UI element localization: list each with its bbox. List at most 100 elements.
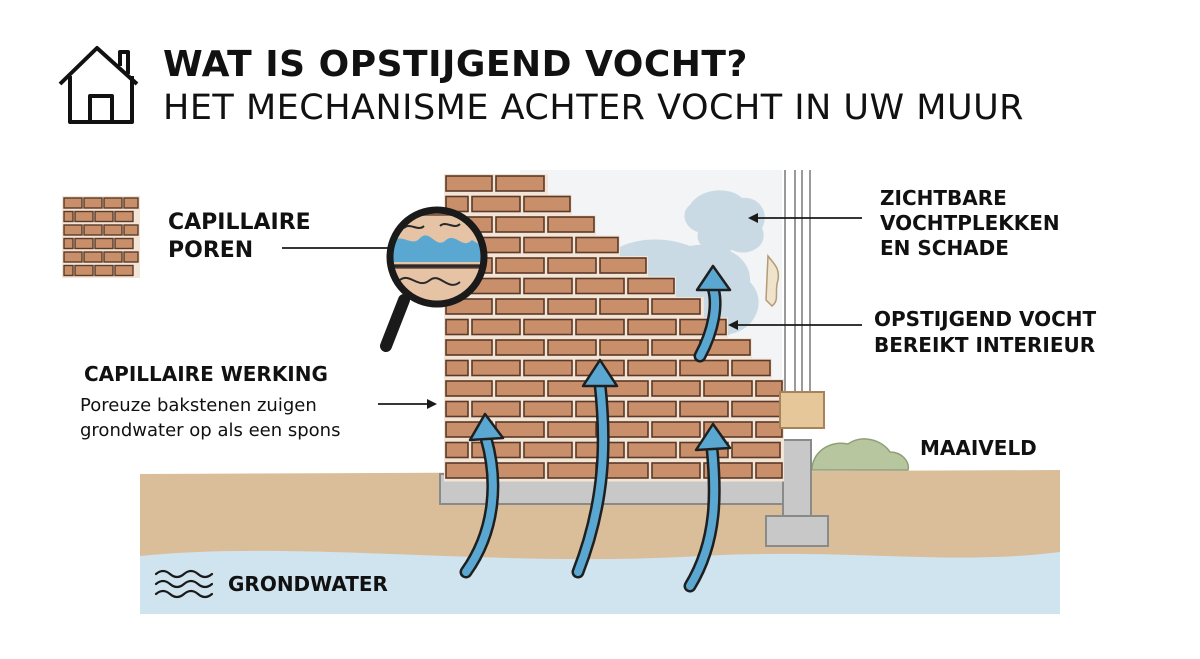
- brick: [627, 441, 677, 459]
- brick: [123, 197, 139, 209]
- brick: [679, 400, 729, 418]
- capillaire-werking-description: Poreuze bakstenen zuigen grondwater op a…: [80, 395, 341, 441]
- brick: [445, 400, 469, 418]
- brick: [63, 237, 74, 250]
- leader-lines: [282, 213, 862, 409]
- brick: [679, 359, 729, 377]
- label-grondwater: GRONDWATER: [228, 572, 388, 596]
- brick: [495, 175, 545, 192]
- brick: [63, 210, 74, 223]
- brick: [63, 251, 83, 263]
- brick: [445, 441, 469, 459]
- brick: [651, 298, 701, 315]
- brick: [114, 264, 134, 277]
- brick: [471, 359, 521, 377]
- label-maaiveld: MAAIVELD: [920, 436, 1037, 460]
- garden-plant: [811, 438, 910, 471]
- brick: [471, 318, 521, 336]
- brick: [627, 400, 677, 418]
- brick: [94, 237, 114, 250]
- brick: [547, 298, 597, 315]
- label-opstijgend-vocht: OPSTIJGEND VOCHT BEREIKT INTERIEUR: [874, 307, 1097, 357]
- brick: [523, 318, 573, 336]
- brick: [495, 257, 545, 274]
- moisture-arrow: [459, 412, 505, 579]
- brick: [547, 257, 597, 274]
- brick: [731, 441, 781, 459]
- brick: [523, 277, 573, 295]
- brick: [651, 380, 701, 397]
- brick: [651, 339, 701, 356]
- brick: [523, 195, 571, 213]
- brick: [627, 277, 675, 295]
- label-capillaire-poren: CAPILLAIRE POREN: [168, 210, 311, 263]
- brick: [74, 237, 94, 250]
- brick: [114, 237, 134, 250]
- brick: [445, 175, 493, 192]
- brick: [114, 210, 134, 223]
- brick: [495, 421, 545, 438]
- brick: [495, 216, 545, 233]
- moisture-arrow: [571, 358, 619, 579]
- groundwater-layer: [140, 550, 1060, 614]
- brick: [83, 251, 103, 263]
- brick: [547, 462, 597, 479]
- brick: [471, 400, 521, 418]
- brick: [63, 224, 83, 236]
- brick: [103, 251, 123, 263]
- wooden-sill: [779, 391, 825, 429]
- brick: [703, 380, 753, 397]
- page-subtitle: HET MECHANISME ACHTER VOCHT IN UW MUUR: [163, 88, 1024, 128]
- peeling-plaster: [765, 253, 780, 307]
- brick: [547, 421, 597, 438]
- brick: [523, 236, 573, 254]
- brick: [495, 380, 545, 397]
- brick: [755, 380, 783, 397]
- page-title: WAT IS OPSTIJGEND VOCHT?: [163, 44, 748, 85]
- label-capillaire-werking: CAPILLAIRE WERKING Poreuze bakstenen zui…: [80, 360, 340, 443]
- brick: [731, 359, 771, 377]
- brick: [445, 380, 493, 397]
- brick: [103, 197, 123, 209]
- magnifier-icon: [380, 206, 488, 352]
- brick: [74, 264, 94, 277]
- brick: [123, 224, 139, 236]
- brick: [123, 251, 139, 263]
- brick: [83, 197, 103, 209]
- brick: [103, 224, 123, 236]
- brick: [445, 318, 469, 336]
- window-frame: [784, 170, 811, 398]
- brick: [523, 441, 573, 459]
- brick: [755, 462, 783, 479]
- brick: [547, 339, 597, 356]
- rising-moisture-arrows: [459, 264, 732, 593]
- moisture-arrow: [683, 422, 732, 593]
- brick: [495, 339, 545, 356]
- brick: [755, 421, 783, 438]
- brick: [651, 462, 701, 479]
- brick: [599, 298, 649, 315]
- brick: [599, 339, 649, 356]
- brick: [94, 264, 114, 277]
- brick: [575, 277, 625, 295]
- house-icon: [58, 46, 139, 124]
- brick: [651, 421, 701, 438]
- brick: [495, 298, 545, 315]
- brick: [547, 216, 595, 233]
- label-zichtbare-vochtplekken: ZICHTBARE VOCHTPLEKKEN EN SCHADE: [880, 186, 1060, 260]
- brick: [523, 400, 573, 418]
- brick: [74, 210, 94, 223]
- brick: [575, 236, 619, 254]
- brick: [445, 359, 469, 377]
- brick: [63, 264, 74, 277]
- brick: [627, 318, 677, 336]
- brick: [94, 210, 114, 223]
- brick: [83, 224, 103, 236]
- brick-icon: [62, 196, 140, 278]
- brick: [495, 462, 545, 479]
- capillaire-werking-heading: CAPILLAIRE WERKING: [84, 362, 328, 386]
- brick: [627, 359, 677, 377]
- brick: [445, 339, 493, 356]
- moisture-arrow: [693, 264, 732, 363]
